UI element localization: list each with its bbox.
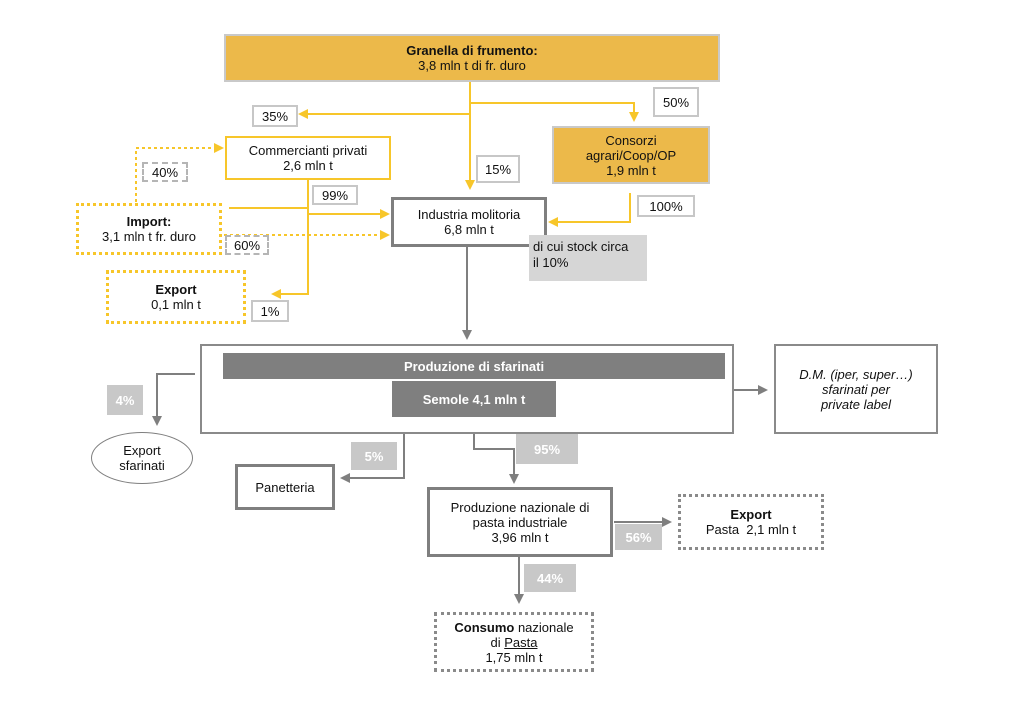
panetteria-title: Panetteria	[255, 479, 315, 495]
consorzi-line2: agrari/Coop/OP	[585, 147, 677, 163]
consorzi-value: 1,9 mln t	[606, 162, 656, 178]
flow-label-35: 35%	[252, 105, 298, 127]
granella-title: Granella di frumento:	[406, 43, 538, 58]
dm-line2: sfarinati per	[822, 381, 890, 397]
pasta-line1: Produzione nazionale di	[450, 499, 590, 515]
flow-label-40: 40%	[142, 162, 188, 182]
flow-commercianti-down	[271, 178, 309, 299]
produzione-sfarinati-title: Produzione di sfarinati	[223, 353, 725, 379]
flow-consorzi-to-industria	[548, 193, 631, 227]
flow-label-100: 100%	[637, 195, 695, 217]
flow-label-56: 56%	[615, 524, 662, 550]
node-consumo-nazionale: Consumo nazionale di Pasta 1,75 mln t	[434, 612, 594, 672]
flow-to-export-sfarinati	[152, 373, 195, 426]
stock-note-line2: il 10%	[533, 255, 569, 270]
flow-label-44: 44%	[524, 564, 576, 592]
node-industria-molitoria: Industria molitoria 6,8 mln t	[391, 197, 547, 247]
industria-title: Industria molitoria	[417, 207, 521, 222]
dm-line1: D.M. (iper, super…)	[799, 366, 913, 382]
node-export-pasta: Export Pasta 2,1 mln t	[678, 494, 824, 550]
flow-granella-to-consorzi	[470, 102, 639, 122]
flow-label-5: 5%	[351, 442, 397, 470]
flow-label-1: 1%	[251, 300, 289, 322]
semole-label: Semole 4,1 mln t	[392, 381, 556, 417]
export-pasta-title: Export	[730, 507, 772, 522]
flow-label-60: 60%	[225, 235, 269, 255]
consumo-line2-pasta: Pasta	[504, 634, 538, 650]
consumo-line2-pre: di	[490, 634, 505, 650]
node-panetteria: Panetteria	[235, 464, 335, 510]
export-pasta-value: Pasta 2,1 mln t	[705, 522, 797, 537]
consumo-title-rest: nazionale	[514, 619, 574, 635]
export-grano-value: 0,1 mln t	[151, 297, 201, 312]
node-export-sfarinati: Export sfarinati	[91, 432, 193, 484]
flow-label-95: 95%	[516, 434, 578, 464]
node-import: Import: 3,1 mln t fr. duro	[76, 203, 222, 255]
flow-label-15: 15%	[476, 155, 520, 183]
flow-label-99: 99%	[312, 185, 358, 205]
import-title: Import:	[126, 214, 172, 229]
stock-note: di cui stock circa il 10%	[529, 235, 647, 281]
export-sfarinati-line2: sfarinati	[119, 458, 165, 473]
consumo-title-bold: Consumo	[454, 619, 515, 635]
stock-note-line1: di cui stock circa	[533, 239, 629, 254]
pasta-value: 3,96 mln t	[491, 529, 549, 545]
industria-value: 6,8 mln t	[444, 222, 494, 237]
node-export-grano: Export 0,1 mln t	[106, 270, 246, 324]
dm-line3: private label	[820, 396, 892, 412]
consumo-line2: di Pasta	[491, 635, 538, 650]
flow-import-to-commercianti	[135, 143, 224, 202]
consumo-line1: Consumo nazionale	[454, 620, 573, 635]
node-dm-private-label: D.M. (iper, super…) sfarinati per privat…	[774, 344, 938, 434]
flow-label-50: 50%	[653, 87, 699, 117]
node-granella-frumento: Granella di frumento: 3,8 mln t di fr. d…	[224, 34, 720, 82]
flow-label-4: 4%	[107, 385, 143, 415]
node-consorzi: Consorzi agrari/Coop/OP 1,9 mln t	[552, 126, 710, 184]
consumo-value: 1,75 mln t	[485, 649, 543, 665]
import-value: 3,1 mln t fr. duro	[102, 229, 196, 244]
node-commercianti-privati: Commercianti privati 2,6 mln t	[225, 136, 391, 180]
node-produzione-pasta: Produzione nazionale di pasta industrial…	[427, 487, 613, 557]
export-sfarinati-line1: Export	[123, 443, 161, 458]
commercianti-title: Commercianti privati	[248, 143, 368, 158]
commercianti-value: 2,6 mln t	[283, 158, 333, 173]
pasta-line2: pasta industriale	[472, 514, 568, 530]
granella-value: 3,8 mln t di fr. duro	[418, 58, 526, 73]
consorzi-line1: Consorzi	[605, 132, 657, 148]
export-grano-title: Export	[155, 282, 197, 297]
